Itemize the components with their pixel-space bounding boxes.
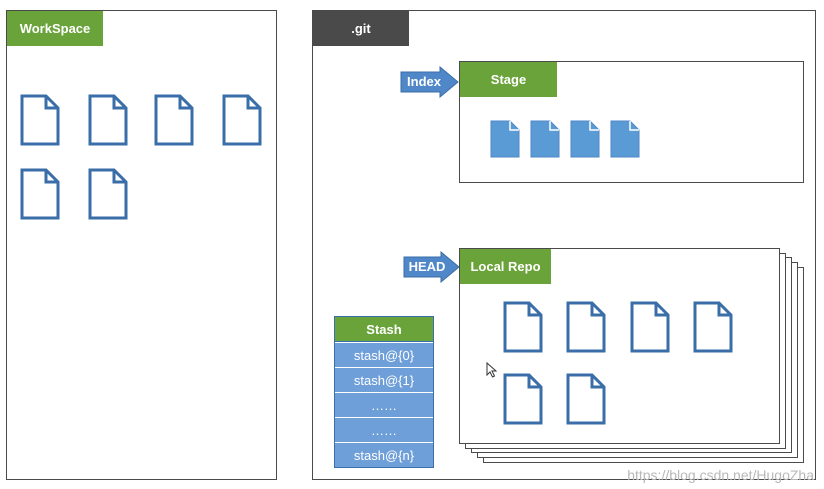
index-arrow-label: Index	[407, 73, 441, 89]
stash-entry: stash@{n}	[335, 442, 433, 467]
staged-file-icon	[610, 120, 640, 158]
stash-list: Stash stash@{0} stash@{1} …… …… stash@{n…	[334, 316, 434, 468]
stage-label: Stage	[460, 62, 557, 97]
stash-entry: stash@{1}	[335, 367, 433, 392]
head-arrow-icon	[403, 251, 460, 283]
workspace-file-icon	[20, 168, 60, 220]
staged-file-icon	[530, 120, 560, 158]
repo-file-icon	[630, 301, 670, 353]
git-label: .git	[313, 11, 409, 46]
stash-entry: stash@{0}	[335, 342, 433, 367]
staged-file-icon	[570, 120, 600, 158]
workspace-label: WorkSpace	[7, 11, 103, 46]
stash-entry: ……	[335, 417, 433, 442]
stash-entry: ……	[335, 392, 433, 417]
workspace-file-icon	[88, 94, 128, 146]
workspace-file-icon	[20, 94, 60, 146]
head-arrow-label: HEAD	[408, 258, 446, 274]
workspace-panel	[6, 10, 277, 480]
index-arrow-icon	[400, 66, 459, 98]
workspace-file-icon	[222, 94, 262, 146]
repo-file-icon	[566, 373, 606, 425]
watermark: https://blog.csdn.net/HugoZha	[627, 467, 814, 483]
workspace-file-icon	[154, 94, 194, 146]
local-repo-label: Local Repo	[460, 249, 551, 284]
repo-file-icon	[693, 301, 733, 353]
repo-file-icon	[503, 373, 543, 425]
workspace-file-icon	[88, 168, 128, 220]
staged-file-icon	[490, 120, 520, 158]
stash-title: Stash	[335, 317, 433, 342]
mouse-cursor-icon	[486, 362, 498, 378]
repo-file-icon	[566, 301, 606, 353]
repo-file-icon	[503, 301, 543, 353]
